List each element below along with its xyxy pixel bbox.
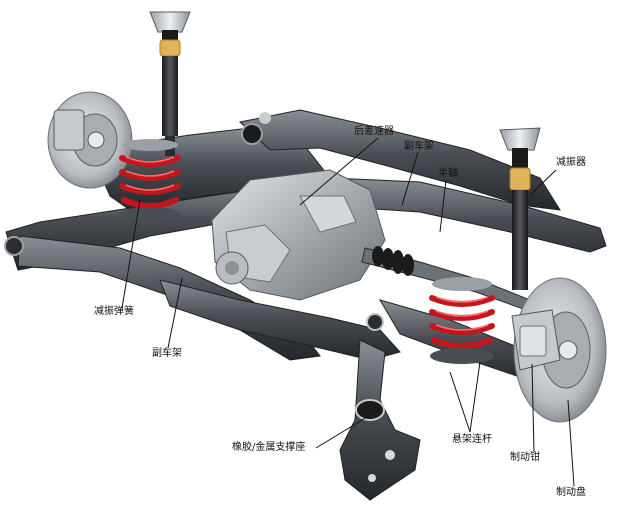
right-brake-assembly xyxy=(511,277,607,423)
label-half-shaft: 半轴 xyxy=(438,168,458,179)
left-brake-assembly xyxy=(47,91,133,189)
left-coil-spring xyxy=(119,139,181,221)
right-coil-spring xyxy=(429,277,495,364)
label-rear-differential: 后差速器 xyxy=(354,126,394,137)
leader-lines xyxy=(121,137,575,487)
rubber-metal-mount xyxy=(339,339,421,501)
label-brake-caliper: 制动钳 xyxy=(510,452,540,463)
rear-differential xyxy=(211,169,386,301)
label-rubber-metal-mount: 橡胶/金属支撑座 xyxy=(232,442,306,453)
label-subframe-bottom: 副车架 xyxy=(152,348,182,359)
label-shock-absorber: 减振器 xyxy=(556,157,586,168)
right-shock-absorber xyxy=(499,127,541,290)
label-brake-disc: 制动盘 xyxy=(556,487,586,498)
label-subframe-top: 副车架 xyxy=(404,141,434,152)
left-shock-absorber xyxy=(149,11,191,156)
label-suspension-links: 悬架连杆 xyxy=(452,434,492,445)
label-damping-spring: 减振弹簧 xyxy=(94,306,134,317)
